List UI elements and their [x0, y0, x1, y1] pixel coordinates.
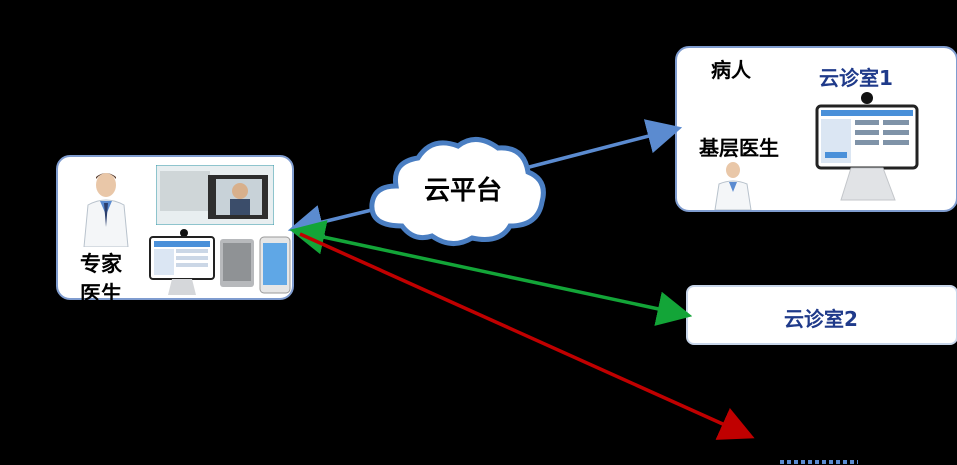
expert-doctor-line1: 专家	[80, 252, 122, 276]
cloud-clinic-1-label: 云诊室1	[819, 66, 893, 90]
expert-doctor-box: 专家 医生	[56, 155, 294, 306]
expert-doctor-label: 专家 医生	[80, 249, 122, 309]
expert-doctor-icon	[83, 173, 129, 247]
cloud-clinic-2-box: 云诊室2	[686, 285, 957, 345]
expert-doctor-line2: 医生	[80, 282, 122, 306]
clinic-terminal-icon	[815, 92, 919, 201]
cloud-clinic-1-box: 病人 云诊室1 基层医生	[675, 46, 957, 212]
video-conference-window	[156, 165, 274, 225]
terminal-devices-icon	[149, 229, 291, 295]
patient-label: 病人	[711, 58, 751, 82]
cloud-platform-label: 云平台	[424, 176, 503, 206]
cloud-platform-icon	[369, 137, 546, 246]
primary-doctor-icon	[714, 162, 752, 210]
blue-arrow-to-clinic-1	[509, 119, 683, 174]
red-arrow-outgoing	[299, 232, 755, 440]
cloud-clinic-2-label: 云诊室2	[784, 307, 858, 331]
primary-doctor-label: 基层医生	[699, 136, 779, 160]
green-arrow-expert-clinic-2	[289, 220, 693, 326]
